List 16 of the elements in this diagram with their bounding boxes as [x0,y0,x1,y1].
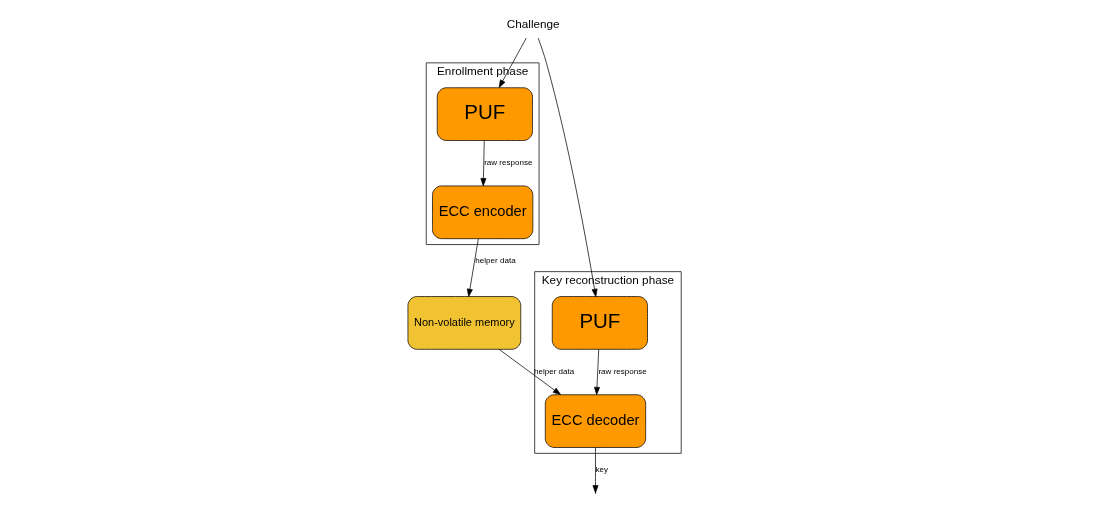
node-box: ECC decoder [544,394,646,448]
edge-label: helper data [474,256,516,266]
arrow [480,140,486,187]
node-box: PUF [551,296,648,350]
edge-label: raw response [597,367,647,377]
arrow [498,37,527,88]
arrow [466,238,479,297]
arrow [537,37,597,297]
edge-label: key [594,465,608,475]
edge-label: raw response [483,158,532,168]
node-box: Non-volatile memory [407,296,521,350]
node-text: Challenge [506,16,560,30]
node-box: ECC encoder [431,185,533,240]
arrow [593,348,600,395]
node-box: PUF [436,87,533,141]
arrow [498,348,561,395]
